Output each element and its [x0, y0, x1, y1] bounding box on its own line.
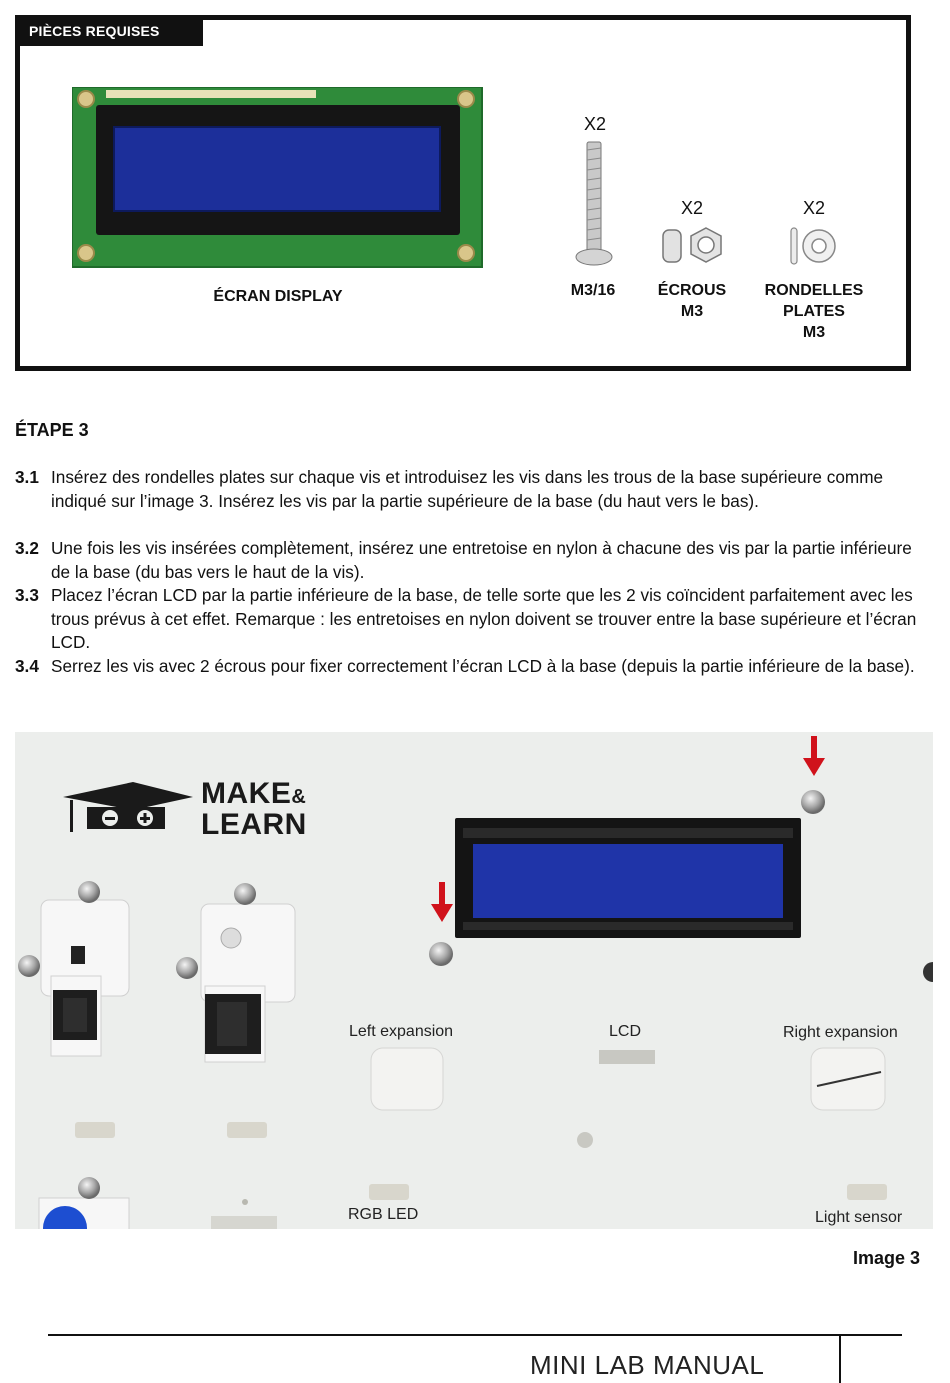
step-number: 3.1: [15, 467, 39, 487]
logo-word-learn: LEARN: [201, 808, 307, 841]
step-number: 3.4: [15, 656, 39, 676]
rgb-led-label: RGB LED: [348, 1206, 419, 1223]
step-text: Une fois les vis insérées complètement, …: [51, 538, 912, 582]
washers-label-line3: M3: [802, 324, 826, 341]
right-expansion-label: Right expansion: [783, 1024, 898, 1041]
screw-label: M3/16: [570, 282, 616, 299]
step-item: 3.4 Serrez les vis avec 2 écrous pour fi…: [15, 655, 935, 703]
nut-m3-image: [662, 227, 722, 263]
washers-label-line1: RONDELLES: [764, 282, 864, 299]
screw-qty: X2: [583, 114, 607, 134]
nuts-label-line1: ÉCROUS: [657, 282, 727, 299]
nut-qty: X2: [680, 198, 704, 218]
washer-m3-image: [790, 227, 836, 265]
step-item: 3.2 Une fois les vis insérées complèteme…: [15, 537, 935, 585]
light-sensor-label: Light sensor: [815, 1209, 903, 1226]
washers-label: RONDELLES PLATES M3: [749, 280, 879, 343]
step-item: 3.3 Placez l’écran LCD par la partie inf…: [15, 584, 935, 656]
step-item: 3.1 Insérez des rondelles plates sur cha…: [15, 466, 935, 538]
step-title: ÉTAPE 3: [15, 420, 89, 440]
assembly-photo: MAKE& LEARN Left expansion LCD Right exp…: [15, 732, 933, 1229]
step-text: Placez l’écran LCD par la partie inférie…: [51, 585, 917, 652]
footer-divider: [48, 1334, 902, 1336]
step-text: Insérez des rondelles plates sur chaque …: [51, 467, 884, 511]
make-learn-logo-icon: [63, 782, 193, 832]
step-text: Serrez les vis avec 2 écrous pour fixer …: [51, 656, 915, 676]
left-expansion-label: Left expansion: [349, 1023, 454, 1040]
lcd-display-label: ÉCRAN DISPLAY: [213, 288, 343, 305]
nuts-label-line2: M3: [680, 303, 704, 320]
lcd-module-image: [72, 87, 483, 268]
logo-ampersand: &: [291, 786, 307, 808]
nuts-label: ÉCROUS M3: [642, 280, 742, 322]
image-caption: Image 3: [852, 1248, 920, 1268]
washers-label-line2: PLATES: [783, 303, 845, 320]
lcd-label: LCD: [609, 1023, 642, 1040]
assembly-photo-art: [15, 732, 933, 1229]
step-number: 3.3: [15, 585, 39, 605]
footer-title: MINI LAB MANUAL: [530, 1350, 765, 1380]
logo-word-make: MAKE: [201, 777, 292, 810]
screw-m3-image: [575, 141, 613, 266]
logo-text: MAKE& LEARN: [201, 777, 307, 841]
footer-vertical-divider: [839, 1334, 841, 1383]
step-number: 3.2: [15, 538, 39, 558]
washer-qty: X2: [802, 198, 826, 218]
required-parts-title: PIÈCES REQUISES: [15, 15, 203, 46]
